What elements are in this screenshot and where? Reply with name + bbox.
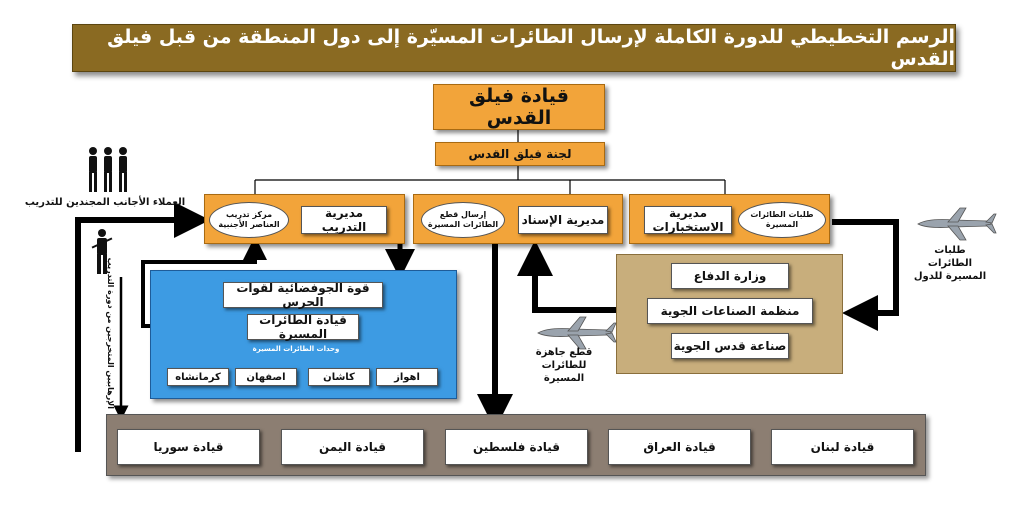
training-directorate: مديرية التدريب مركز تدريب العناصر الأجنب…: [204, 194, 405, 244]
drone-icon-parts: [537, 316, 617, 350]
quds-force-committee: لجنة فيلق القدس: [435, 142, 605, 166]
intelligence-directorate: مديرية الاستخبارات طلبات الطائرات المسير…: [629, 194, 830, 244]
defense-ministry: وزارة الدفاع: [671, 263, 789, 289]
command-iraq: قيادة العراق: [608, 429, 751, 465]
aerospace-panel: قوة الجوفضائية لقوات الحرس قيادة الطائرا…: [150, 270, 457, 399]
drone-unit-kermanshah: كرمانشاه: [167, 368, 229, 386]
arrow-agents-to-training: [75, 202, 210, 452]
training-directorate-oval: مركز تدريب العناصر الأجنبية: [209, 202, 289, 238]
drone-unit-isfahan: اصفهان: [235, 368, 297, 386]
arrow-intelligence-to-production: [832, 219, 899, 331]
command-palestine: قيادة فلسطين: [445, 429, 588, 465]
aerospace-force: قوة الجوفضائية لقوات الحرس: [223, 281, 383, 309]
drone-units-label: وحدات الطائرات المسيرة: [252, 345, 340, 353]
quds-aviation-industry: صناعة قدس الجوية: [671, 333, 789, 359]
training-directorate-label: مديرية التدريب: [301, 206, 387, 234]
production-panel: وزارة الدفاع منظمة الصناعات الجوية صناعة…: [616, 254, 843, 374]
intelligence-directorate-label: مديرية الاستخبارات: [644, 206, 732, 234]
drone-requests-label: طلبات الطائرات المسيرة للدول: [913, 245, 987, 282]
command-syria: قيادة سوريا: [117, 429, 260, 465]
trained-terrorists-label: الإرهابيين المتخرجين من دورة التدريب: [106, 257, 115, 409]
support-directorate: مديرية الإسناد إرسال قطع الطائرات المسير…: [413, 194, 623, 244]
armed-soldier-icon: [91, 229, 113, 274]
command-lebanon: قيادة لبنان: [771, 429, 914, 465]
command-yemen: قيادة اليمن: [281, 429, 424, 465]
support-directorate-label: مديرية الإسناد: [518, 206, 608, 234]
soldier-silhouette-icon: [89, 147, 127, 192]
support-directorate-oval: إرسال قطع الطائرات المسيرة: [421, 202, 505, 238]
drone-unit-kashan: كاشان: [308, 368, 370, 386]
arrow-production-to-support: [517, 240, 616, 313]
foreign-agents-label: العملاء الأجانب المجندين للتدريب: [24, 197, 186, 208]
arrow-aerospace-to-training: [141, 236, 267, 328]
commands-panel: قيادة لبنان قيادة العراق قيادة فلسطين قي…: [106, 414, 926, 476]
drone-icon-requests: [917, 207, 997, 241]
drone-unit-ahvaz: اهواز: [376, 368, 438, 386]
diagram-title: الرسم التخطيطي للدورة الكاملة لإرسال الط…: [72, 24, 956, 72]
aviation-industries-org: منظمة الصناعات الجوية: [647, 298, 813, 324]
quds-force-committee-label: لجنة فيلق القدس: [468, 147, 572, 161]
quds-force-command: قيادة فيلق القدس: [433, 84, 605, 130]
intelligence-directorate-oval: طلبات الطائرات المسيرة: [738, 202, 826, 238]
ready-parts-label: قطع جاهزة للطائرات المسيرة: [535, 347, 593, 384]
quds-force-command-label: قيادة فيلق القدس: [469, 85, 569, 129]
drone-command: قيادة الطائرات المسيرة: [247, 313, 359, 341]
